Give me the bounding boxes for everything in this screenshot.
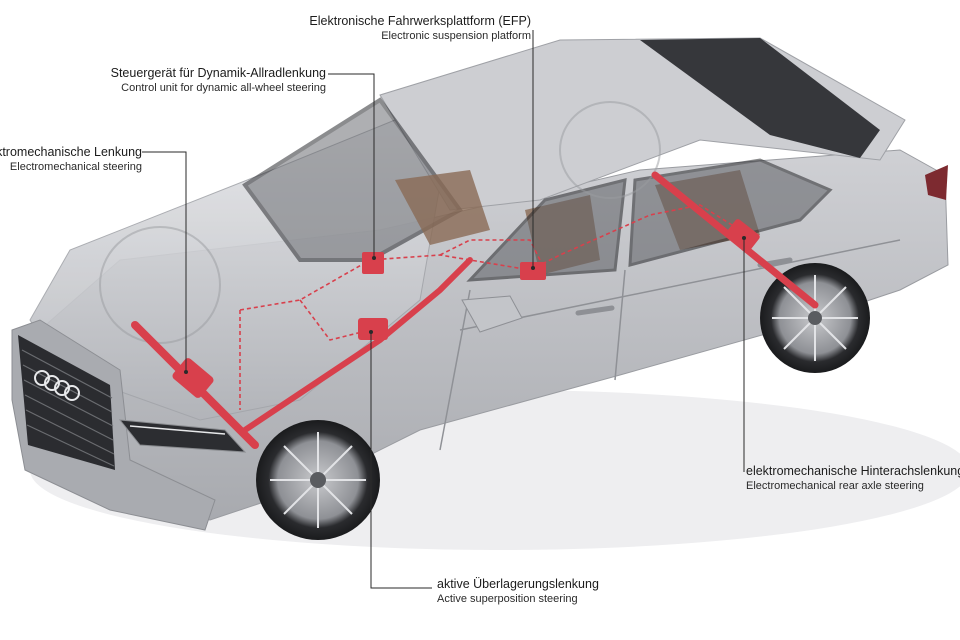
leader-front-steering [142, 151, 187, 372]
ghost-front-wheel [99, 226, 221, 344]
efp-unit-box [520, 262, 546, 280]
windshield [242, 97, 463, 262]
front-steering-motor [172, 358, 214, 398]
label-active-steering-en: Active superposition steering [437, 592, 578, 605]
label-front-steering: Elektromechanische Lenkung Electromechan… [0, 145, 142, 174]
door-seams [439, 239, 901, 451]
leader-dots [184, 236, 746, 374]
label-front-steering-en: Electromechanical steering [9, 160, 142, 173]
ghost-rear-wheel [559, 101, 661, 199]
label-rear-steering-de: elektromechanische Hinterachslenkung [746, 464, 960, 478]
side-mirror [461, 295, 523, 333]
label-active-steering-de: aktive Überlagerungslenkung [437, 577, 599, 591]
leader-active-steering [370, 332, 432, 589]
rear-wheel [760, 263, 870, 373]
label-rear-steering: elektromechanische Hinterachslenkung Ele… [746, 464, 960, 493]
label-active-steering: aktive Überlagerungslenkung Active super… [437, 577, 599, 606]
label-efp: Elektronische Fahrwerksplattform (EFP) E… [0, 14, 531, 43]
leader-control-unit [328, 73, 375, 258]
side-window-front [466, 178, 627, 282]
steering-column [242, 257, 473, 433]
label-control-unit: Steuergerät für Dynamik-Allradlenkung Co… [0, 66, 326, 95]
label-front-steering-de: Elektromechanische Lenkung [0, 145, 142, 159]
label-efp-de: Elektronische Fahrwerksplattform (EFP) [309, 14, 531, 28]
control-unit-box [362, 252, 384, 274]
leader-lines [142, 30, 745, 589]
label-control-unit-de: Steuergerät für Dynamik-Allradlenkung [110, 66, 326, 80]
audi-rings-logo [34, 370, 80, 401]
wiring-harness [239, 204, 741, 410]
tail-light [925, 165, 948, 200]
door-handle-front [575, 305, 615, 316]
label-efp-en: Electronic suspension platform [381, 29, 531, 42]
superposition-actuator [358, 318, 388, 340]
label-rear-steering-en: Electromechanical rear axle steering [746, 479, 924, 492]
label-control-unit-en: Control unit for dynamic all-wheel steer… [121, 81, 326, 94]
steering-system-highlight [131, 171, 819, 449]
front-wheel [256, 420, 380, 540]
side-window-rear [628, 158, 833, 267]
